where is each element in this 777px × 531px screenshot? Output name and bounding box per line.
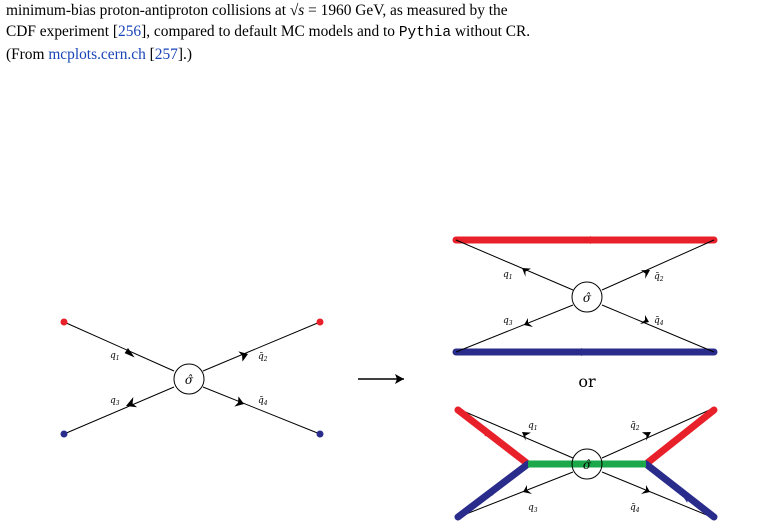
arrow-icon (583, 236, 591, 244)
caption-text: minimum-bias proton-antiproton collision… (6, 2, 290, 19)
vertex-label: σ̂ (583, 458, 592, 472)
q2-line (202, 321, 321, 372)
blue-endpoint (316, 430, 324, 438)
code-text: Pythia (398, 25, 452, 41)
label-q2: q̄2 (654, 272, 664, 283)
arrow-icon (581, 348, 589, 356)
vertex-label: σ̂ (583, 291, 592, 305)
arrow-icon (492, 487, 498, 496)
arrow-icon (682, 494, 689, 503)
arrow-icon (484, 428, 491, 437)
label-q1: q1 (503, 270, 513, 281)
vertex-circle (571, 281, 603, 313)
label-q2: q̄2 (258, 352, 268, 363)
arrow-icon (126, 396, 138, 408)
caption-text: (From (6, 46, 49, 63)
label-q3: q3 (110, 396, 120, 407)
arrow-icon (683, 426, 690, 435)
vertex-circle (173, 363, 205, 395)
blue-endpoint (60, 430, 68, 438)
sqrt-s-symbol: √s (289, 2, 305, 19)
label-q4: q̄4 (258, 396, 268, 407)
blue-string (642, 460, 718, 521)
caption-text: without CR. (451, 23, 531, 40)
figure-caption: minimum-bias proton-antiproton collision… (6, 0, 771, 65)
label-q3: q3 (503, 316, 513, 327)
caption-text: CDF experiment [ (6, 23, 118, 40)
or-label: or (578, 372, 596, 391)
right-arrow-icon (395, 374, 404, 384)
caption-line-2: CDF experiment [256], compared to defaul… (6, 21, 771, 44)
left-diagram: σ̂ q1 q̄2 q3 q̄4 (60, 318, 324, 438)
caption-line-3: (From mcplots.cern.ch [257].) (6, 44, 771, 65)
label-q1: q1 (528, 421, 538, 432)
label-q4: q̄4 (654, 316, 664, 327)
arrow-icon (524, 318, 533, 327)
citation-link[interactable]: 257 (154, 46, 178, 63)
q1-line (63, 321, 175, 372)
red-string (642, 406, 718, 468)
arrow-icon (641, 485, 650, 494)
arrow-icon (640, 270, 650, 279)
arrow-icon (640, 315, 649, 324)
caption-text: = 1960 GeV, as measured by the (304, 2, 508, 19)
arrow-icon (234, 396, 244, 407)
url-link[interactable]: mcplots.cern.ch (48, 46, 146, 63)
label-q2: q̄2 (630, 421, 640, 432)
arrow-icon (522, 268, 532, 277)
red-string (454, 406, 532, 468)
citation-link[interactable]: 256 (118, 23, 142, 40)
arrow-icon (522, 432, 532, 441)
caption-text: ].) (177, 46, 192, 63)
arrow-icon (238, 351, 248, 362)
arrow-icon (124, 348, 135, 358)
top-right-diagram: σ̂ q1 q̄2 q3 q̄4 (452, 236, 718, 356)
q4-line (202, 386, 321, 435)
vertex-circle (571, 448, 603, 480)
vertex-label: σ̂ (185, 373, 194, 387)
label-q3: q3 (528, 503, 538, 514)
caption-line-1: minimum-bias proton-antiproton collision… (6, 0, 771, 21)
red-endpoint (60, 318, 68, 326)
label-q1: q1 (110, 351, 120, 362)
red-endpoint (316, 318, 324, 326)
arrow-icon (641, 432, 651, 441)
transition-arrow (358, 374, 404, 384)
bottom-right-diagram: σ̂ q1 q̄2 q3 q̄4 (454, 406, 718, 521)
arrow-icon (523, 485, 532, 494)
caption-text: ], compared to default MC models and to (141, 23, 399, 40)
q3-line (63, 386, 175, 435)
caption-text: [ (145, 46, 155, 63)
label-q4: q̄4 (630, 503, 640, 514)
